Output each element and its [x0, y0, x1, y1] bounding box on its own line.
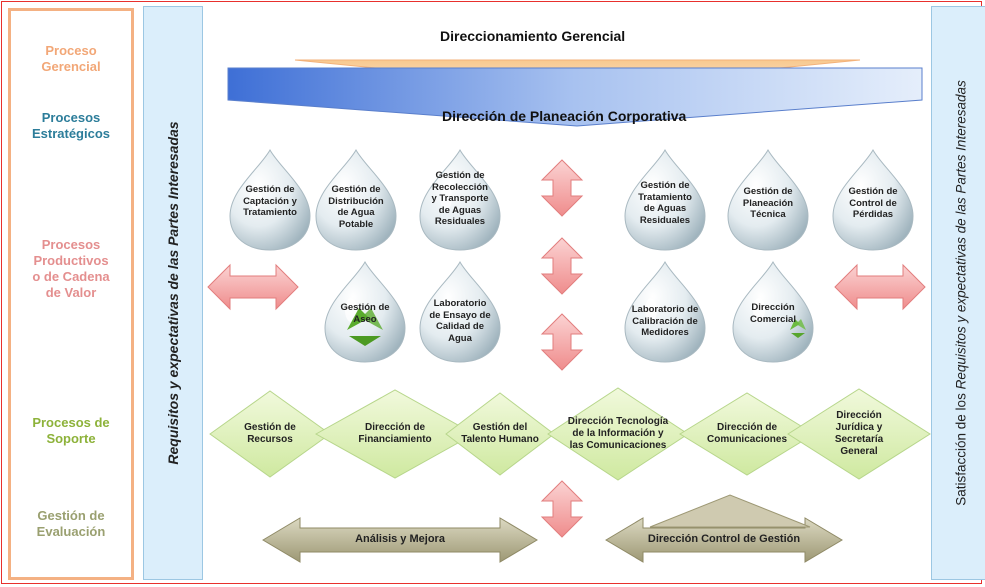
- drop-label-recoleccion: Gestión de Recolección y Transporte de A…: [431, 170, 489, 227]
- label-proceso-gerencial: Proceso Gerencial: [41, 43, 101, 74]
- control-label: Dirección Control de Gestión: [647, 533, 801, 545]
- analisis-label: Análisis y Mejora: [355, 533, 445, 545]
- soporte-tecnologia: Dirección Tecnología de la Información y…: [567, 416, 669, 451]
- recycle-icon: [347, 308, 383, 346]
- drop-label-laboratorio-ensayo: Laboratorio de Ensayo de Calidad de Agua: [429, 298, 491, 344]
- drop-label-comercial: Dirección Comercial: [750, 302, 796, 325]
- drop-label-aseo: Gestión de Aseo: [340, 302, 390, 325]
- support-diamonds: [209, 387, 931, 481]
- updown-arrow-4-icon: [541, 480, 583, 538]
- label-procesos-soporte: Procesos de Soporte: [32, 415, 110, 446]
- analisis-arrow-shape: [262, 517, 538, 563]
- satisfaccion-band: Satisfacción de los Requisitos y expecta…: [931, 6, 985, 580]
- updown-arrow-3-icon: [541, 313, 583, 371]
- label-procesos-productivos: Procesos Productivos o de Cadena de Valo…: [32, 237, 110, 300]
- soporte-talento-humano: Gestión del Talento Humano: [461, 422, 539, 445]
- soporte-financiamiento: Dirección de Financiamiento: [358, 422, 432, 445]
- direccionamiento-title: Direccionamiento Gerencial: [440, 28, 626, 44]
- requisitos-band: Requisitos y expectativas de las Partes …: [143, 6, 203, 580]
- drop-label-tratamiento: Gestión de Tratamiento de Aguas Residual…: [638, 180, 692, 226]
- planeacion-title: Dirección de Planeación Corporativa: [442, 108, 687, 124]
- updown-arrow-1-icon: [541, 159, 583, 217]
- recycle-small-icon: [790, 319, 806, 338]
- control-triangle-shape: [649, 494, 811, 528]
- planeacion-shape: [227, 67, 923, 127]
- right-pink-double-arrow-icon: [834, 263, 926, 311]
- drop-label-planeacion: Gestión de Planeación Técnica: [742, 186, 794, 220]
- drop-label-perdidas: Gestión de Control de Pérdidas: [848, 186, 898, 220]
- left-pink-double-arrow-icon: [207, 263, 299, 311]
- updown-arrow-2-icon: [541, 237, 583, 295]
- soporte-comunicaciones: Dirección de Comunicaciones: [706, 422, 788, 445]
- soporte-juridica: Dirección Jurídica y Secretaría General: [834, 410, 884, 457]
- process-level-column: [8, 8, 134, 580]
- drop-label-distribucion: Gestión de Distribución de Agua Potable: [328, 184, 384, 230]
- drop-label-captacion: Gestión de Captación y Tratamiento: [243, 184, 297, 218]
- soporte-recursos: Gestión de Recursos: [244, 422, 296, 445]
- label-gestion-evaluacion: Gestión de Evaluación: [36, 508, 106, 539]
- label-procesos-estrategicos: Procesos Estratégicos: [31, 110, 111, 141]
- drop-label-laboratorio-calibracion: Laboratorio de Calibración de Medidores: [631, 304, 699, 338]
- control-arrow-shape: [605, 517, 843, 563]
